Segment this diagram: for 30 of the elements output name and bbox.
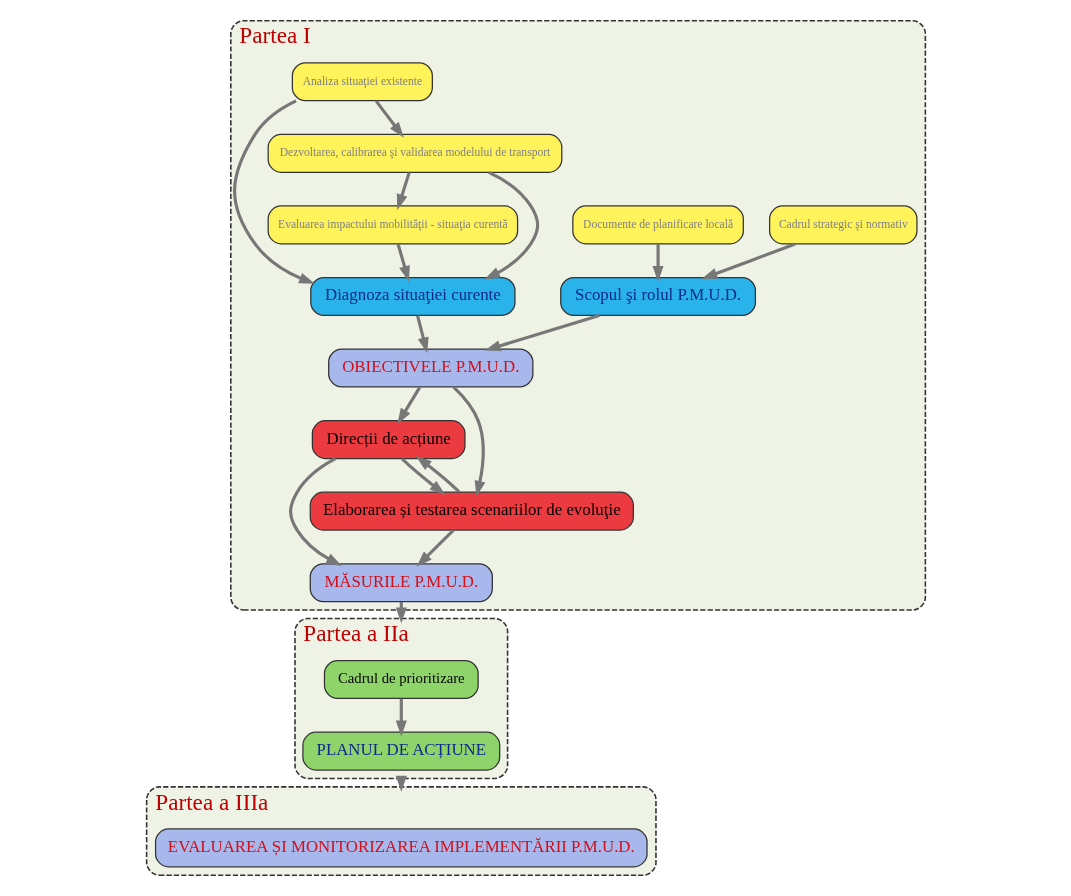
arrow <box>288 457 342 566</box>
arrow <box>484 313 600 352</box>
node-box: Dezvoltarea, calibrarea şi validarea modelului de transport <box>267 133 562 173</box>
node-box: Diagnoza situaţiei curente <box>309 276 516 317</box>
arrow <box>415 455 460 493</box>
arrow <box>396 243 410 282</box>
arrow <box>452 386 485 497</box>
arrow <box>400 457 445 495</box>
node-box: Cadrul de prioritizare <box>323 659 479 700</box>
arrow <box>701 242 796 280</box>
node-box: Evaluarea impactului mobilităţii - situaţia curentă <box>267 205 518 245</box>
node-box: Analiza situaţiei existente <box>291 62 433 102</box>
arrow <box>396 172 411 211</box>
node-box: Documente de planificare locală <box>571 205 744 245</box>
arrow <box>396 386 421 425</box>
arrow <box>652 244 664 282</box>
arrow <box>415 315 429 354</box>
node-box: Direcții de acțiune <box>311 420 466 460</box>
arrow <box>374 100 404 138</box>
node-box: PLANUL DE ACȚIUNE <box>301 731 500 771</box>
node-box: Cadrul strategic şi normativ <box>768 205 918 245</box>
arrow <box>232 99 315 284</box>
node-box: Scopul şi rolul P.M.U.D. <box>559 276 756 317</box>
node-box: MĂSURILE P.M.U.D. <box>309 563 493 603</box>
arrow <box>416 529 454 567</box>
arrow <box>395 698 407 737</box>
arrow <box>483 170 539 280</box>
node-box: Elaborarea și testarea scenariilor de evoluţie <box>309 491 634 531</box>
node-box: OBIECTIVELE P.M.U.D. <box>327 348 533 388</box>
node-box: EVALUAREA ȘI MONITORIZAREA IMPLEMENTĂRII P.M.U.D. <box>154 828 648 868</box>
